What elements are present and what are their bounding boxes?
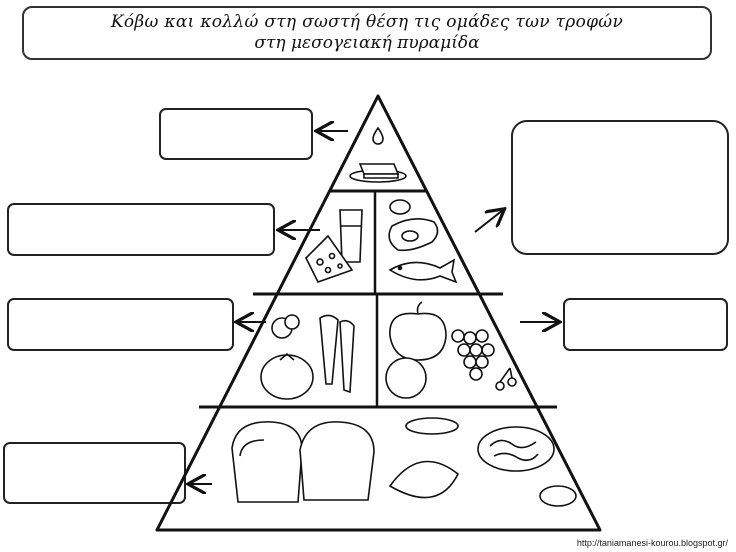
answer-box-fruits[interactable] [563, 298, 728, 351]
answer-box-vegetables[interactable] [7, 298, 234, 351]
answer-box-fats[interactable] [159, 108, 313, 160]
cheese-icon [305, 234, 354, 283]
almond-icon [388, 460, 460, 499]
orange-icon [385, 357, 427, 399]
apple-icon [389, 312, 447, 361]
title-line-2: στη μεσογειακή πυραμίδα [254, 33, 480, 53]
pickle-icon [405, 417, 459, 435]
arrow-right-1 [474, 210, 503, 233]
grapes-icon [451, 329, 495, 381]
answer-box-protein[interactable] [511, 120, 729, 255]
bread-icon [231, 421, 303, 503]
egg-icon [389, 199, 411, 215]
answer-box-grains[interactable] [3, 442, 186, 504]
butter-icon [358, 163, 400, 175]
bowl-icon [539, 485, 577, 507]
title-box: Κόβω και κολλώ στη σωστή θέση τις ομάδες… [22, 6, 712, 60]
title-line-1: Κόβω και κολλώ στη σωστή θέση τις ομάδες… [110, 12, 624, 32]
credit-url: http://taniamanesi-kourou.blogspot.gr/ [576, 538, 728, 548]
cherries-icon [495, 367, 517, 391]
fish-icon [388, 258, 458, 284]
tomato-icon [260, 354, 314, 400]
milk-glass-icon [339, 209, 363, 263]
pyramid-outline [155, 94, 602, 532]
oil-drop-icon [372, 126, 384, 145]
carrot-icon [319, 314, 339, 385]
pasta-icon [477, 426, 555, 472]
answer-box-dairy[interactable] [7, 203, 275, 256]
